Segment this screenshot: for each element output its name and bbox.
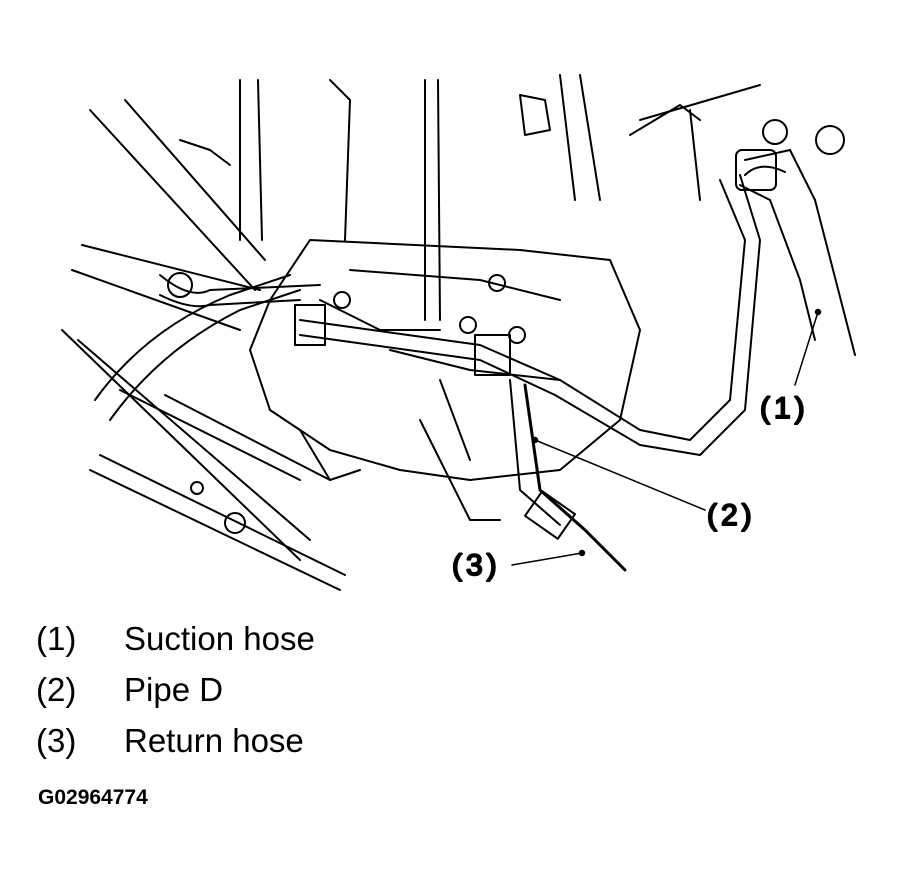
callout-2: (2): [707, 499, 756, 532]
engine-block: [249, 239, 641, 521]
leader-line-3: [511, 552, 583, 566]
legend-number: (1): [36, 620, 77, 657]
legend-item: (1) Suction hose: [36, 615, 636, 666]
legend-label: Pipe D: [124, 671, 224, 708]
suction-hose: [735, 119, 856, 356]
engine-bay-illustration: (1) (2) (3): [61, 74, 856, 591]
leader-line-1: [794, 311, 819, 386]
leader-line-2: [534, 439, 706, 511]
leader-lines: [511, 308, 822, 566]
callout-1: (1): [760, 392, 809, 425]
callout-3: (3): [452, 549, 501, 582]
legend-number: (2): [36, 671, 77, 708]
figure-id: G02964774: [38, 786, 148, 809]
legend-label: Return hose: [124, 722, 304, 759]
return-hose: [509, 379, 627, 572]
legend-item: (2) Pipe D: [36, 666, 636, 717]
legend-item: (3) Return hose: [36, 717, 636, 768]
legend-label: Suction hose: [124, 620, 315, 657]
frame-lines: [61, 74, 761, 591]
left-hose: [94, 272, 321, 421]
legend: (1) Suction hose (2) Pipe D (3) Return h…: [36, 615, 636, 768]
misc-details: [179, 94, 701, 534]
legend-number: (3): [36, 722, 77, 759]
pipe-d: [294, 174, 761, 456]
